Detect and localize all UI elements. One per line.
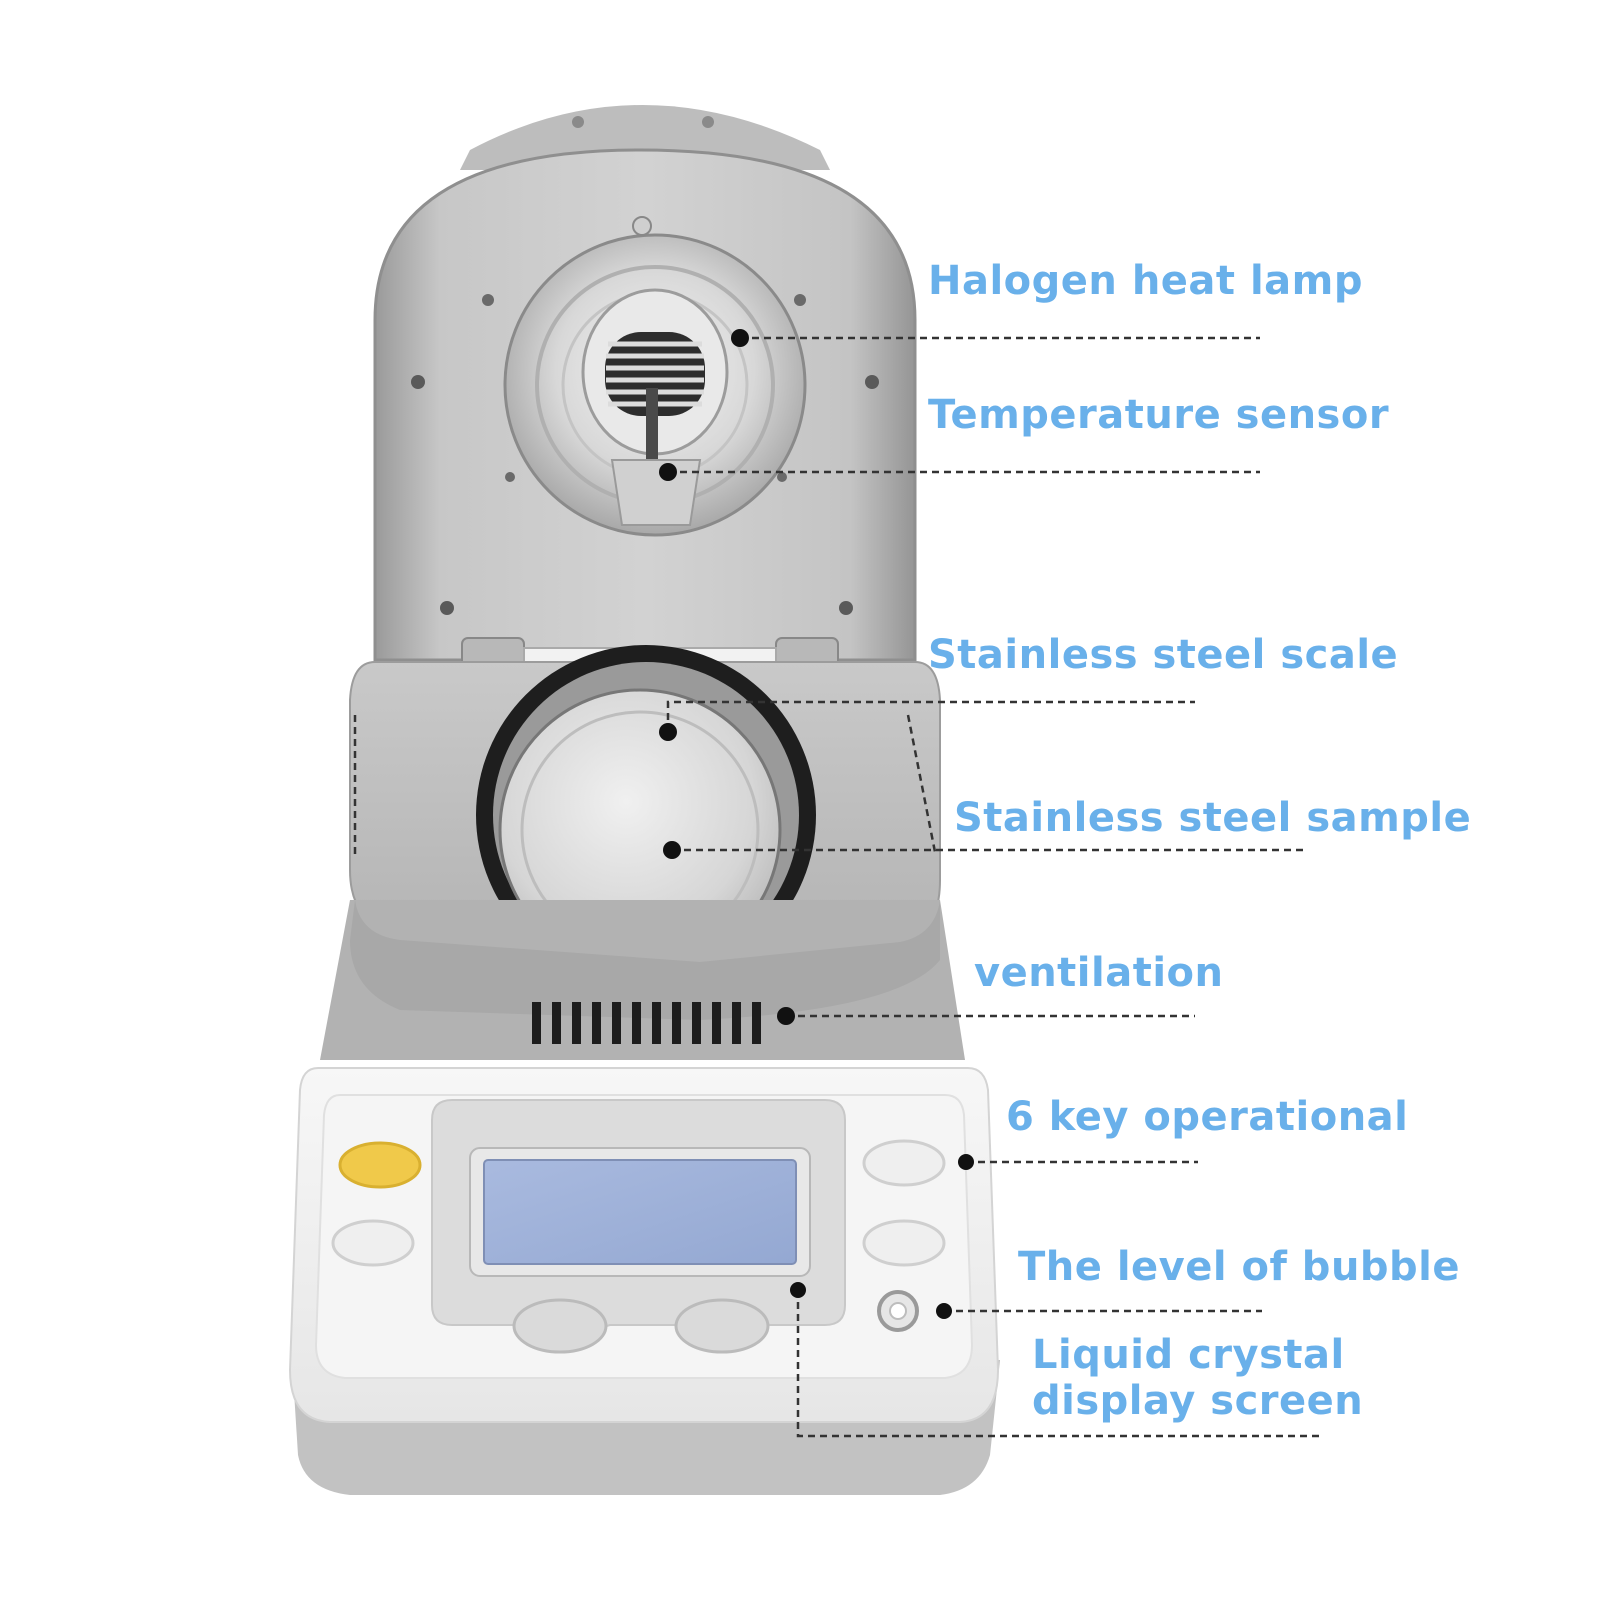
lamp-clip (632, 216, 652, 236)
pointer-dot-vent (777, 1007, 795, 1025)
callout-temperature-sensor: Temperature sensor (928, 392, 1390, 438)
lid-screw (839, 601, 853, 615)
lid-screw (794, 294, 806, 306)
pointer-dot-scale (659, 723, 677, 741)
pointer-dot-sample (663, 841, 681, 859)
temperature-sensor-probe (646, 388, 658, 478)
callout-level-of-bubble: The level of bubble (1018, 1244, 1461, 1290)
callout-ventilation: ventilation (974, 950, 1224, 996)
lamp-screw (777, 472, 787, 482)
pointer-dots (659, 329, 974, 1319)
key-up (862, 1139, 946, 1187)
callout-lcd-screen: Liquid crystal display screen (1032, 1332, 1363, 1424)
callout-stainless-steel-sample: Stainless steel sample (954, 795, 1472, 841)
lamp-screw (505, 472, 515, 482)
pointer-dot-lcd (790, 1282, 806, 1298)
liquid-crystal-display (483, 1159, 797, 1265)
key-down (862, 1219, 946, 1267)
key-left-2 (331, 1219, 415, 1267)
callout-lcd-line2: display screen (1032, 1378, 1364, 1424)
rim-screw-right (702, 116, 714, 128)
key-bottom-left (512, 1298, 608, 1354)
key-bottom-right (674, 1298, 770, 1354)
callout-stainless-steel-scale: Stainless steel scale (928, 632, 1399, 678)
lamp-grille (605, 332, 705, 416)
leader-lines (353, 336, 1320, 1438)
lid-screw (411, 375, 425, 389)
lid-rim (460, 105, 830, 170)
lid-screw (482, 294, 494, 306)
deck-lip (350, 900, 940, 1020)
callout-lcd-line1: Liquid crystal (1032, 1332, 1345, 1378)
power-key (338, 1141, 422, 1189)
pointer-dot-keys (958, 1154, 974, 1170)
callout-halogen-heat-lamp: Halogen heat lamp (928, 258, 1363, 304)
sensor-bracket (610, 459, 702, 526)
rim-screw-left (572, 116, 584, 128)
pointer-dot-bubble (936, 1303, 952, 1319)
ventilation-slots (532, 1002, 761, 1044)
level-bubble-center (889, 1302, 907, 1320)
lid-screw (440, 601, 454, 615)
callout-6-key-operational: 6 key operational (1006, 1094, 1409, 1140)
pointer-dot-halogen (731, 329, 749, 347)
pointer-dot-temp (659, 463, 677, 481)
lid-screw (865, 375, 879, 389)
